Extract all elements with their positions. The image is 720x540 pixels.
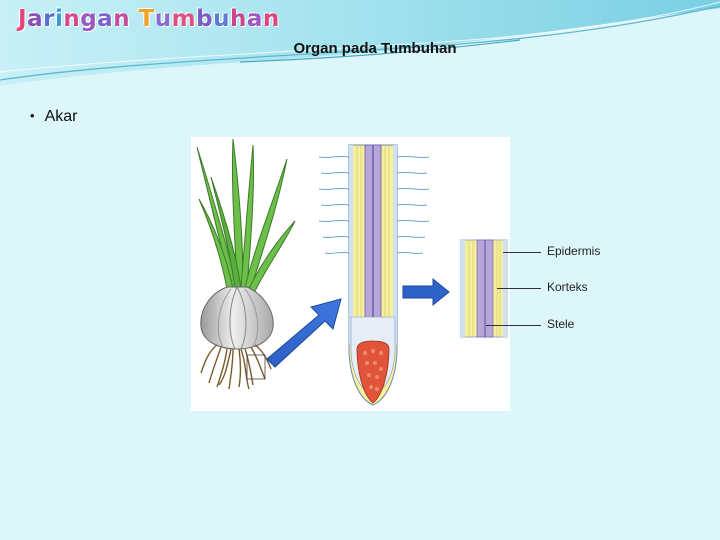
epidermis-leader-line xyxy=(503,252,541,253)
root-anatomy-figure xyxy=(191,137,510,411)
zoom-box xyxy=(246,354,266,380)
korteks-leader-line xyxy=(497,288,541,289)
logo-letter: J xyxy=(18,6,28,32)
bullet-symbol: • xyxy=(30,108,35,123)
logo-letter: i xyxy=(54,6,64,32)
root-illustration xyxy=(196,138,508,406)
label-stele: Stele xyxy=(547,317,575,331)
logo-letter: u xyxy=(213,6,230,32)
zoom-arrow-horizontal xyxy=(402,277,450,307)
logo-title: Jaringan Tumbuhan xyxy=(18,8,280,31)
slide-title: Organ pada Tumbuhan xyxy=(293,40,457,57)
logo-letter: u xyxy=(154,6,172,32)
header-wave-decoration xyxy=(0,0,720,86)
stele-leader-line xyxy=(486,325,541,326)
logo-letter: n xyxy=(63,6,81,32)
label-epidermis: Epidermis xyxy=(547,244,601,258)
logo-letter: n xyxy=(113,6,131,32)
bullet-item: • Akar xyxy=(30,108,77,126)
zoom-arrow-diagonal xyxy=(266,298,342,368)
logo-letter: m xyxy=(171,6,197,32)
logo-letter: g xyxy=(80,6,98,32)
logo-letter: h xyxy=(229,6,247,32)
logo-letter: a xyxy=(246,6,263,32)
logo-letter xyxy=(130,8,139,31)
label-korteks: Korteks xyxy=(547,280,588,294)
logo-letter: a xyxy=(27,6,44,32)
root-cap xyxy=(356,340,390,404)
plant-leaves xyxy=(196,138,296,292)
logo-letter: a xyxy=(97,6,114,32)
fibrous-roots xyxy=(200,344,272,390)
logo-letter: n xyxy=(262,6,280,32)
logo-letter: T xyxy=(138,6,155,32)
bullet-text: Akar xyxy=(44,108,78,125)
logo-letter: b xyxy=(196,6,214,32)
onion-bulb xyxy=(200,286,274,350)
root-longitudinal-section xyxy=(318,144,430,406)
logo-letter: r xyxy=(43,6,55,32)
